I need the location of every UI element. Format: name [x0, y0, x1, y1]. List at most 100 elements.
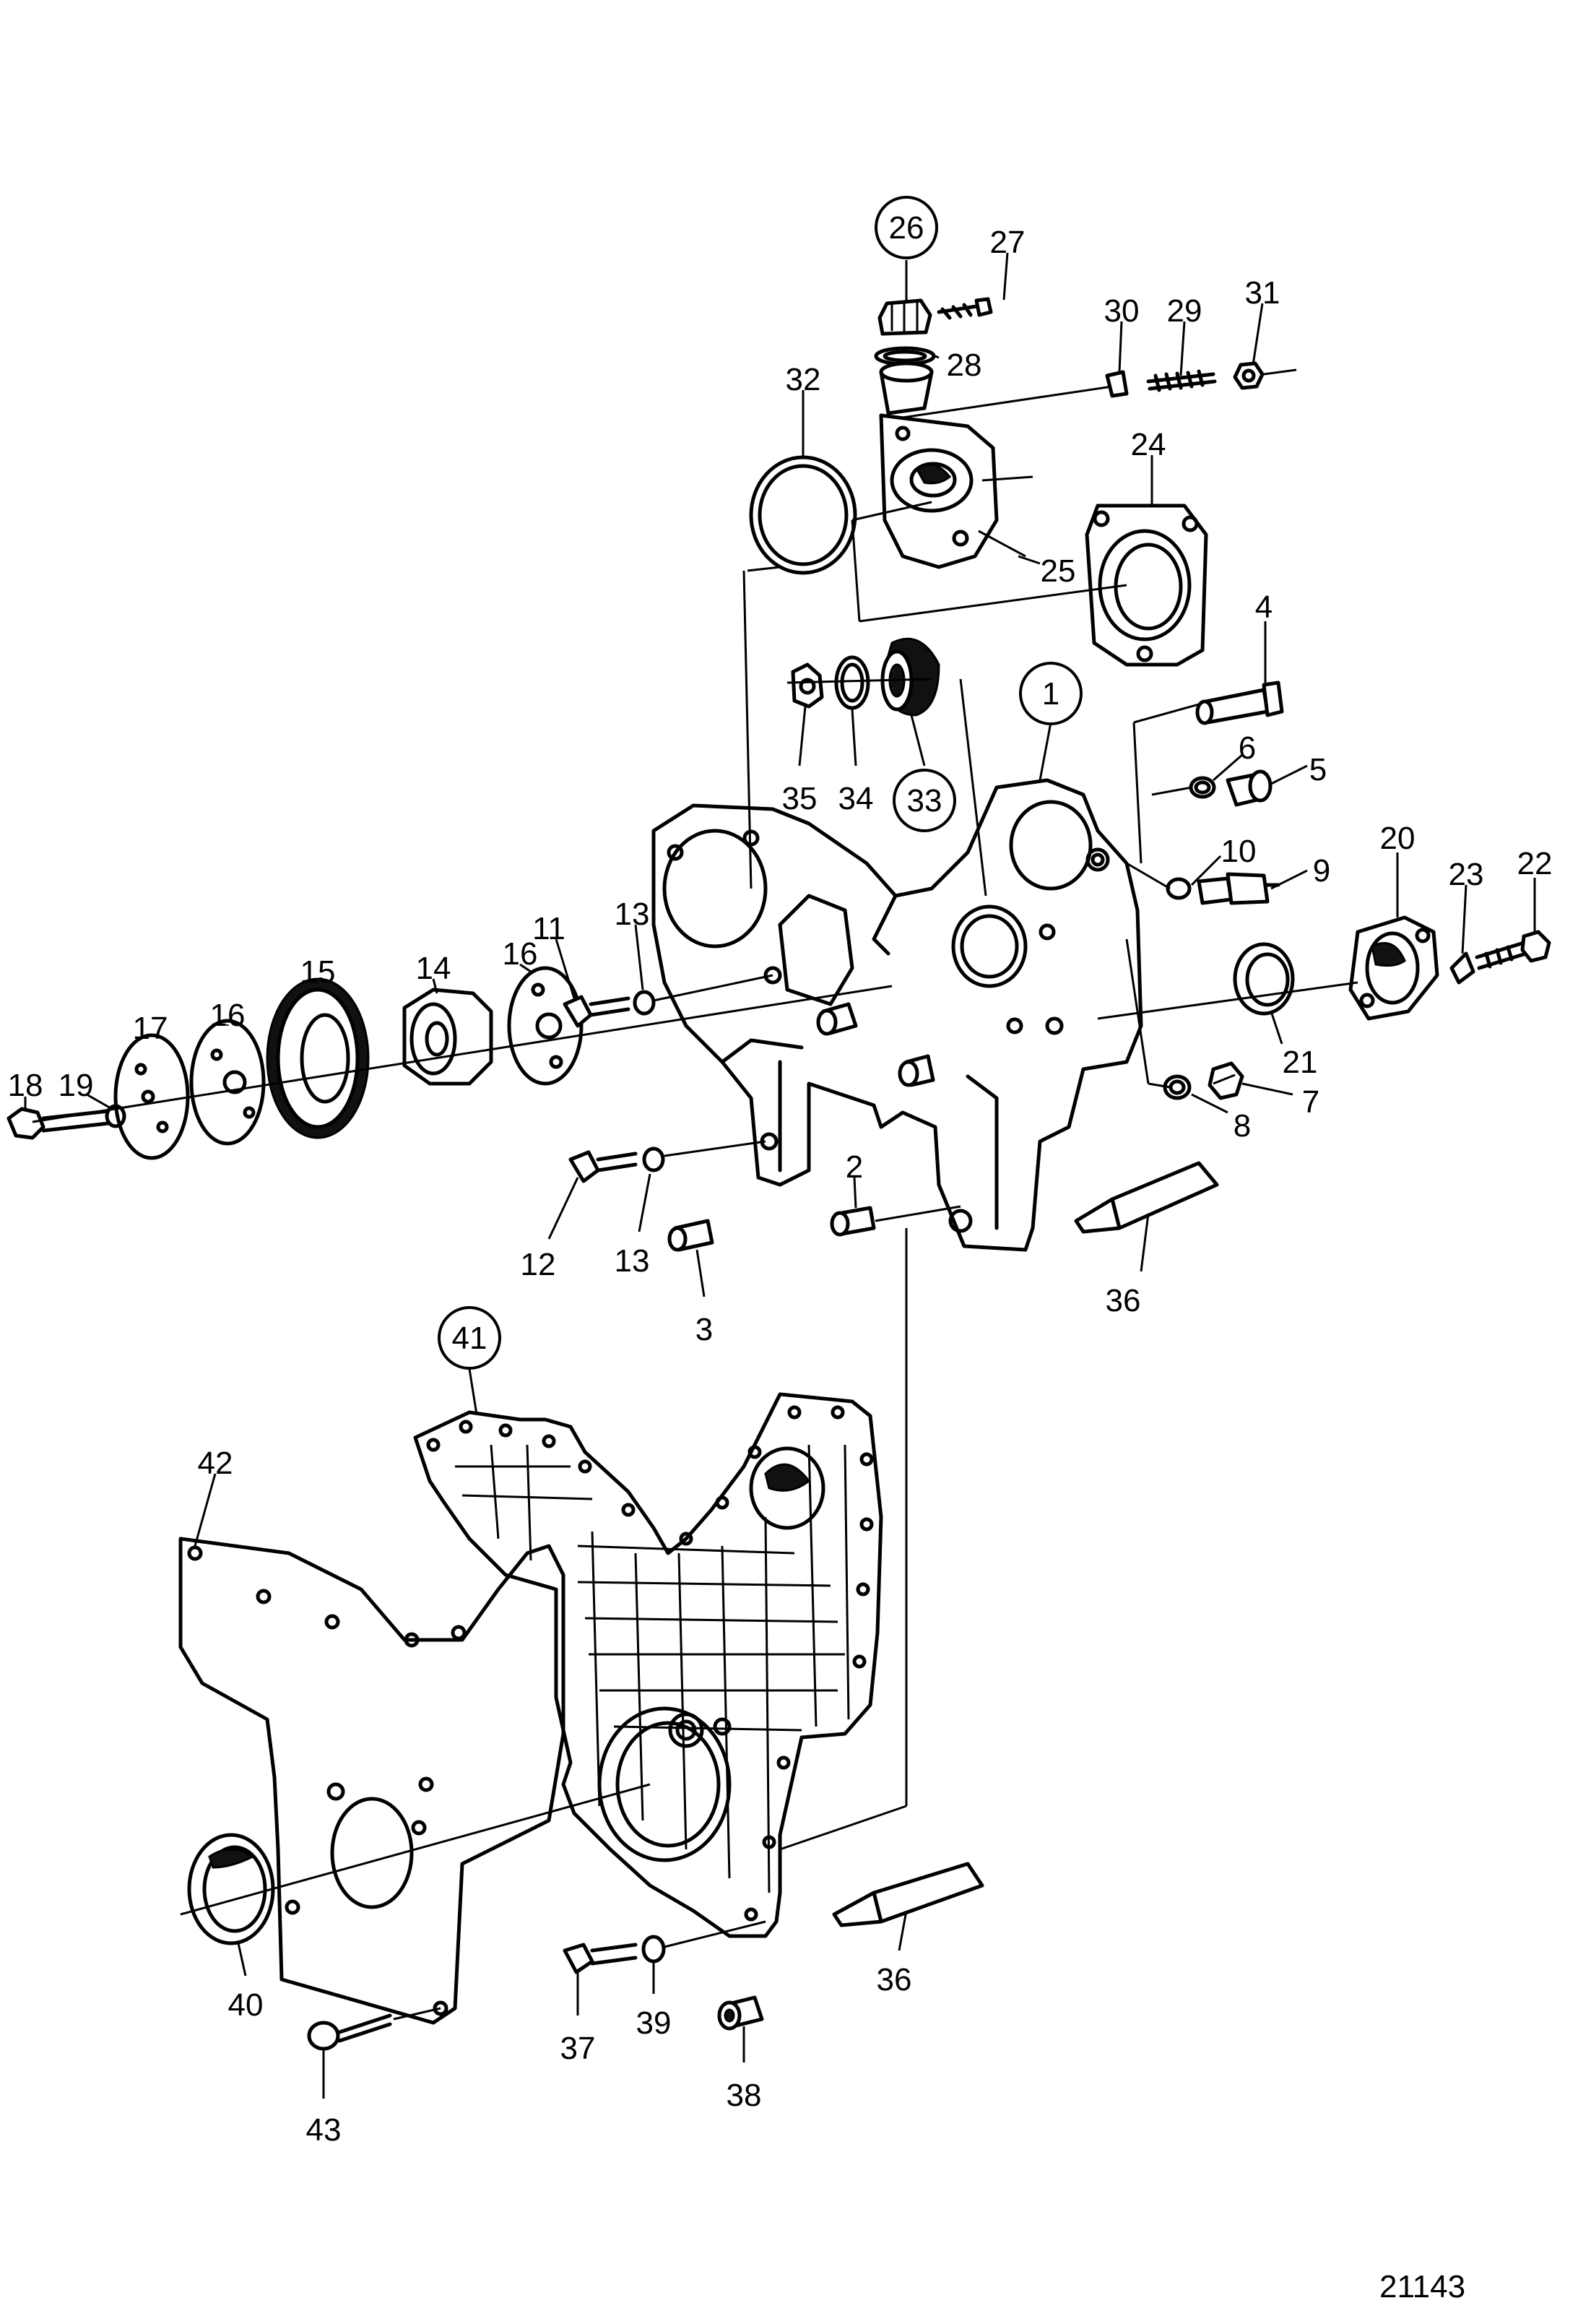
callout-number: 30: [1104, 293, 1140, 329]
callout-number: 39: [636, 2005, 672, 2041]
callout-leader: [555, 938, 576, 999]
callout-1: 1: [1019, 662, 1083, 781]
case-bolt-lower: [568, 1140, 766, 1183]
callout-number: 9: [1313, 853, 1330, 889]
callout-17: 17: [133, 1011, 168, 1046]
callout-number: 24: [1131, 427, 1166, 462]
callout-4: 4: [1255, 589, 1273, 683]
stud-washer-nut: [902, 361, 1297, 419]
callout-39: 39: [636, 1961, 672, 2041]
callout-number: 31: [1245, 275, 1280, 311]
callout-number: 34: [838, 781, 874, 816]
callout-leader: [1018, 555, 1041, 565]
o-ring-large: [749, 455, 857, 575]
callout-leader: [1002, 252, 1009, 301]
callout-number: 41: [452, 1321, 487, 1356]
shaft-seal-ring: [1233, 942, 1295, 1016]
callout-number: 40: [228, 1987, 264, 2023]
callout-36: 36: [877, 1910, 912, 1997]
callout-leader: [194, 1473, 217, 1547]
callout-15: 15: [300, 954, 336, 990]
callout-number: 8: [1234, 1108, 1251, 1144]
sealant-tube-upper: [1074, 1161, 1219, 1234]
callout-number: 1: [1042, 676, 1059, 712]
gear-retaining-ring: [834, 655, 870, 710]
timing-cover: [413, 1392, 883, 1938]
callout-leader: [1241, 1082, 1293, 1096]
dowel-sleeve-lower: [717, 1995, 764, 2031]
callout-19: 19: [58, 1068, 113, 1110]
callout-28: 28: [935, 347, 981, 383]
callout-number: 5: [1309, 752, 1327, 787]
callout-leader: [910, 714, 926, 766]
callout-leader: [1252, 303, 1264, 366]
callout-number: 32: [786, 362, 821, 397]
callout-leader: [851, 709, 857, 766]
callout-38: 38: [727, 2026, 762, 2113]
callout-leader: [935, 355, 940, 359]
callout-number: 38: [727, 2078, 762, 2113]
callout-37: 37: [560, 1972, 595, 2066]
callout-number: 36: [877, 1962, 912, 1997]
callout-8: 8: [1191, 1093, 1251, 1144]
spacer-plate: [189, 1019, 266, 1146]
callout-40: 40: [228, 1943, 264, 2023]
callout-36: 36: [1106, 1213, 1150, 1318]
callout-leader: [1191, 1093, 1228, 1114]
callout-leader: [237, 1943, 247, 1977]
callout-42: 42: [194, 1446, 233, 1547]
callout-leader: [1179, 321, 1186, 376]
callout-number: 11: [532, 911, 565, 946]
callout-number: 28: [947, 347, 982, 383]
callout-leader: [1461, 884, 1468, 954]
callout-leader: [1213, 753, 1243, 782]
timing-cover-gasket: [178, 1537, 565, 2025]
drive-hub-plate: [507, 966, 584, 1086]
timing-gear-case: [651, 778, 1143, 1252]
callout-43: 43: [306, 2050, 341, 2148]
callout-13: 13: [615, 897, 649, 990]
callout-number: 7: [1302, 1084, 1319, 1120]
flange-screw-and-washer: [1449, 930, 1551, 985]
callout-leader: [695, 1249, 706, 1297]
cap-screw: [937, 297, 993, 320]
callout-leader: [468, 1368, 478, 1415]
callout-number: 25: [1041, 553, 1076, 589]
callout-number: 33: [907, 783, 942, 818]
callout-leader: [1118, 321, 1123, 373]
callout-leader: [853, 1177, 857, 1209]
oil-filler-cap: [877, 298, 932, 336]
callout-number: 19: [58, 1068, 94, 1103]
callout-29: 29: [1167, 293, 1202, 376]
callout-number: 6: [1239, 730, 1256, 766]
callout-34: 34: [838, 709, 874, 816]
callout-leader: [1190, 855, 1222, 886]
callout-leader: [432, 978, 438, 994]
callout-number: 17: [133, 1011, 168, 1046]
dowel-pin-3: [667, 1219, 714, 1252]
callout-number: 20: [1380, 821, 1416, 856]
callout-circle: [1019, 662, 1083, 725]
gear-hub: [786, 662, 932, 709]
callout-41: 41: [438, 1306, 501, 1415]
callout-5: 5: [1270, 752, 1327, 787]
callout-21: 21: [1270, 1011, 1317, 1080]
sealant-tube-lower: [832, 1862, 984, 1927]
callout-leader: [1270, 869, 1308, 890]
callout-leader: [1039, 722, 1052, 781]
callout-number: 14: [416, 951, 451, 986]
callout-circle: [875, 196, 938, 259]
callout-number: 27: [990, 225, 1026, 260]
callout-33: 33: [893, 714, 956, 832]
drive-hub: [402, 988, 493, 1086]
callout-number: 13: [615, 1243, 650, 1279]
callout-2: 2: [846, 1149, 863, 1209]
callout-number: 22: [1517, 846, 1553, 881]
seal-flange: [1348, 915, 1439, 1021]
callout-leader: [547, 1177, 579, 1240]
front-crank-seal: [180, 1783, 651, 1945]
callout-13: 13: [615, 1173, 651, 1279]
callout-35: 35: [782, 706, 817, 816]
callout-number: 23: [1449, 857, 1484, 892]
